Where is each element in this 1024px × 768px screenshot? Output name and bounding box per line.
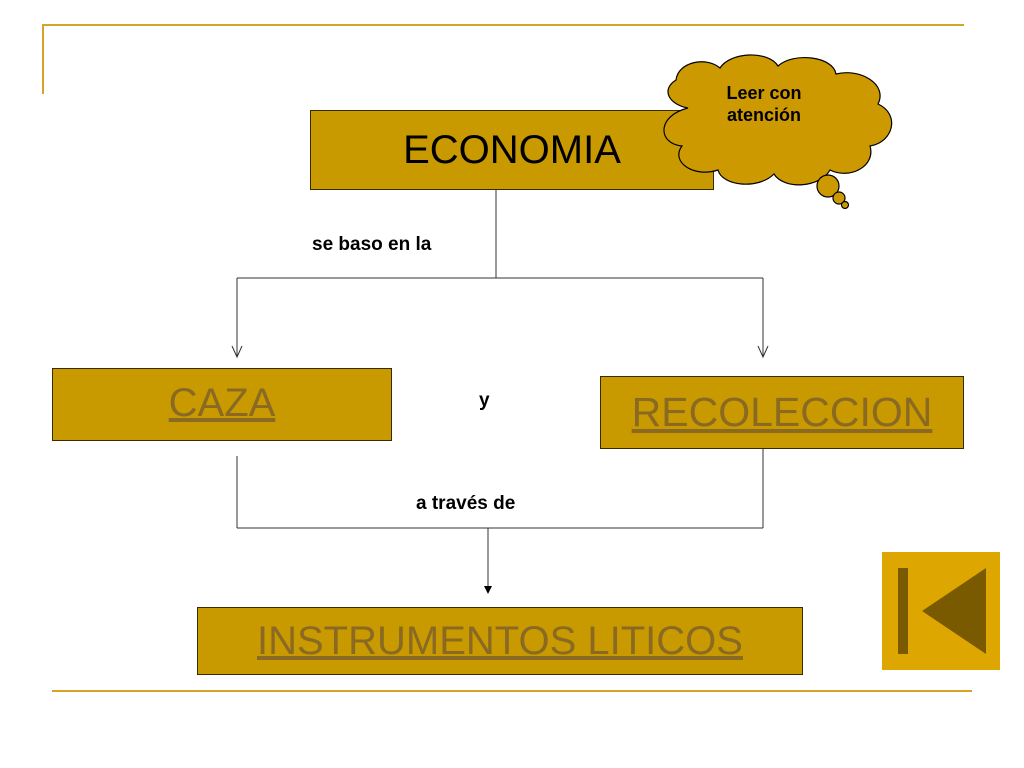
cloud-bubble-large bbox=[816, 174, 840, 198]
arrowhead-recoleccion bbox=[757, 345, 769, 359]
conjunction-label: y bbox=[479, 390, 490, 411]
frame-top-line bbox=[42, 24, 964, 26]
cloud-bubble-medium bbox=[832, 191, 846, 205]
node-recoleccion-link[interactable]: RECOLECCION bbox=[631, 389, 933, 435]
first-slide-button[interactable] bbox=[882, 552, 1000, 670]
node-economia: ECONOMIA bbox=[310, 110, 714, 190]
node-instrumentos-link[interactable]: INSTRUMENTOS LITICOS bbox=[257, 618, 743, 663]
callout-cloud bbox=[663, 54, 893, 210]
frame-left-line bbox=[42, 24, 44, 94]
edge-label-a-traves: a través de bbox=[416, 493, 516, 514]
node-recoleccion[interactable]: RECOLECCION bbox=[600, 376, 964, 449]
node-caza-link[interactable]: CAZA bbox=[168, 381, 276, 425]
node-economia-label: ECONOMIA bbox=[403, 127, 621, 172]
cloud-bubble-small bbox=[840, 200, 850, 210]
callout-line-2: atención bbox=[726, 105, 801, 125]
callout-text: Leer con atención bbox=[700, 82, 828, 126]
arrowhead-result bbox=[484, 586, 492, 594]
callout-line-1: Leer con bbox=[726, 83, 802, 103]
edge-label-se-baso: se baso en la bbox=[312, 234, 432, 255]
first-slide-icon bbox=[898, 568, 986, 654]
node-caza[interactable]: CAZA bbox=[52, 368, 392, 441]
node-instrumentos[interactable]: INSTRUMENTOS LITICOS bbox=[197, 607, 803, 675]
frame-bottom-line bbox=[52, 690, 972, 692]
cloud-body bbox=[663, 54, 893, 186]
arrowhead-caza bbox=[231, 345, 243, 359]
